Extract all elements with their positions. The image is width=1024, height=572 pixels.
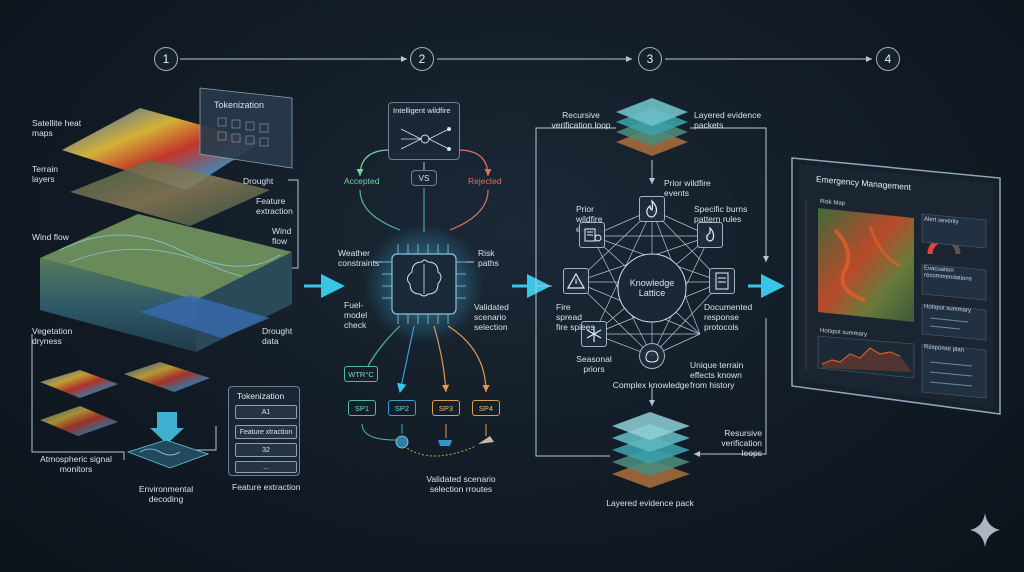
evidence-stack-top xyxy=(616,98,688,156)
vs-badge: VS xyxy=(411,170,437,186)
label-prior-wildfire-events-top: Prior wildfire events xyxy=(664,178,711,198)
label-rejected: Rejected xyxy=(468,176,502,186)
wtr-badge: WTR°C xyxy=(344,366,378,382)
label-recursive-verification-loop: Recursive verification loop xyxy=(551,110,611,130)
evidence-stack-bottom xyxy=(612,412,690,488)
token-row: A1 xyxy=(235,405,297,419)
intelligent-wildfire-label: Intelligent wildfire xyxy=(393,106,451,115)
label-environmental-decoding: Environmental decoding xyxy=(138,484,194,504)
label-wind-flow-right: Wind flow xyxy=(272,226,292,246)
label-drought-top: Drought xyxy=(243,176,274,186)
terrain-block-top xyxy=(40,214,292,300)
knowledge-lattice-node xyxy=(617,253,687,323)
atmospheric-layer xyxy=(40,370,118,398)
token-row: 32 xyxy=(235,443,297,457)
sp3-badge: SP3 xyxy=(432,400,460,416)
label-unique-terrain-effects: Unique terrain effects known from histor… xyxy=(690,360,744,390)
sp1-badge: SP1 xyxy=(348,400,376,416)
label-vegetation-dryness: Vegetation dryness xyxy=(32,326,73,346)
hotspot-trend-line xyxy=(821,347,901,365)
sparkle-icon xyxy=(970,513,1000,547)
sp2-badge: SP2 xyxy=(388,400,416,416)
token-row: ... xyxy=(235,461,297,473)
step-4-badge: 4 xyxy=(876,47,900,71)
intelligent-wildfire-box: Intelligent wildfire xyxy=(388,102,460,160)
terrain-brain-icon xyxy=(639,343,665,369)
label-weather-constraints: Weather constraints xyxy=(338,248,380,268)
document-icon xyxy=(709,268,735,294)
snowflake-icon xyxy=(581,321,607,347)
terrain-block-front xyxy=(40,258,196,352)
warning-icon xyxy=(563,268,589,294)
burn-pattern-icon xyxy=(697,222,723,248)
flame-icon xyxy=(639,196,665,222)
sp4-badge: SP4 xyxy=(472,400,500,416)
label-layered-evidence-packets: Layered evidence packets xyxy=(694,110,762,130)
label-fire-spread: Fire spread fire spiees xyxy=(556,302,595,332)
token-row: Feature xtraction xyxy=(235,425,297,439)
terrain-layer xyxy=(70,160,270,226)
step-1-badge: 1 xyxy=(154,47,178,71)
label-drought-data: Drought data xyxy=(262,326,293,346)
label-accepted: Accepted xyxy=(344,176,380,186)
brain-icon xyxy=(406,259,442,297)
label-terrain-layers: Terrain layers xyxy=(32,164,58,184)
label-validated-scenario-selection: Validated scenario selection xyxy=(474,302,509,332)
label-feature-extraction-bottom: Feature extraction xyxy=(232,482,301,492)
label-satellite-heat-maps: Satellite heat maps xyxy=(32,118,82,138)
records-icon xyxy=(579,222,605,248)
label-specific-burns-pattern-rules: Specific burns pattern rules xyxy=(694,204,748,224)
tokenization-panel-title: Tokenization xyxy=(237,391,285,401)
label-seasonal-priors: Seasonal priors xyxy=(576,354,612,374)
label-atmospheric-signal-monitors: Atmospheric signal monitors xyxy=(40,454,112,474)
down-arrow-icon xyxy=(150,412,184,444)
label-fuel-model-check: Fuel-model check xyxy=(344,300,368,330)
label-tokenization-top: Tokenization xyxy=(214,100,265,110)
vs-label: VS xyxy=(418,173,430,183)
label-recursive-verification-leops: Resursive verification leops xyxy=(721,428,762,458)
label-documented-response-protocols: Documented response protocols xyxy=(704,302,753,332)
label-complex-knowledge: Complex knowledge xyxy=(612,380,690,390)
label-knowledge-lattice: Knowledge Lattice xyxy=(629,278,675,298)
label-feature-extraction-top: Feature extraction xyxy=(256,196,293,216)
decision-tree-icon xyxy=(400,127,451,151)
label-wind-flow-left: Wind flow xyxy=(32,232,69,242)
step-2-badge: 2 xyxy=(410,47,434,71)
label-risk-paths: Risk paths xyxy=(478,248,499,268)
label-layered-evidence-pack: Layered evidence pack xyxy=(606,498,694,508)
label-validated-routes: Validated scenario selection rroutes xyxy=(426,474,496,494)
tokenization-panel: Tokenization A1 Feature xtraction 32 ... xyxy=(228,386,300,476)
step-3-badge: 3 xyxy=(638,47,662,71)
